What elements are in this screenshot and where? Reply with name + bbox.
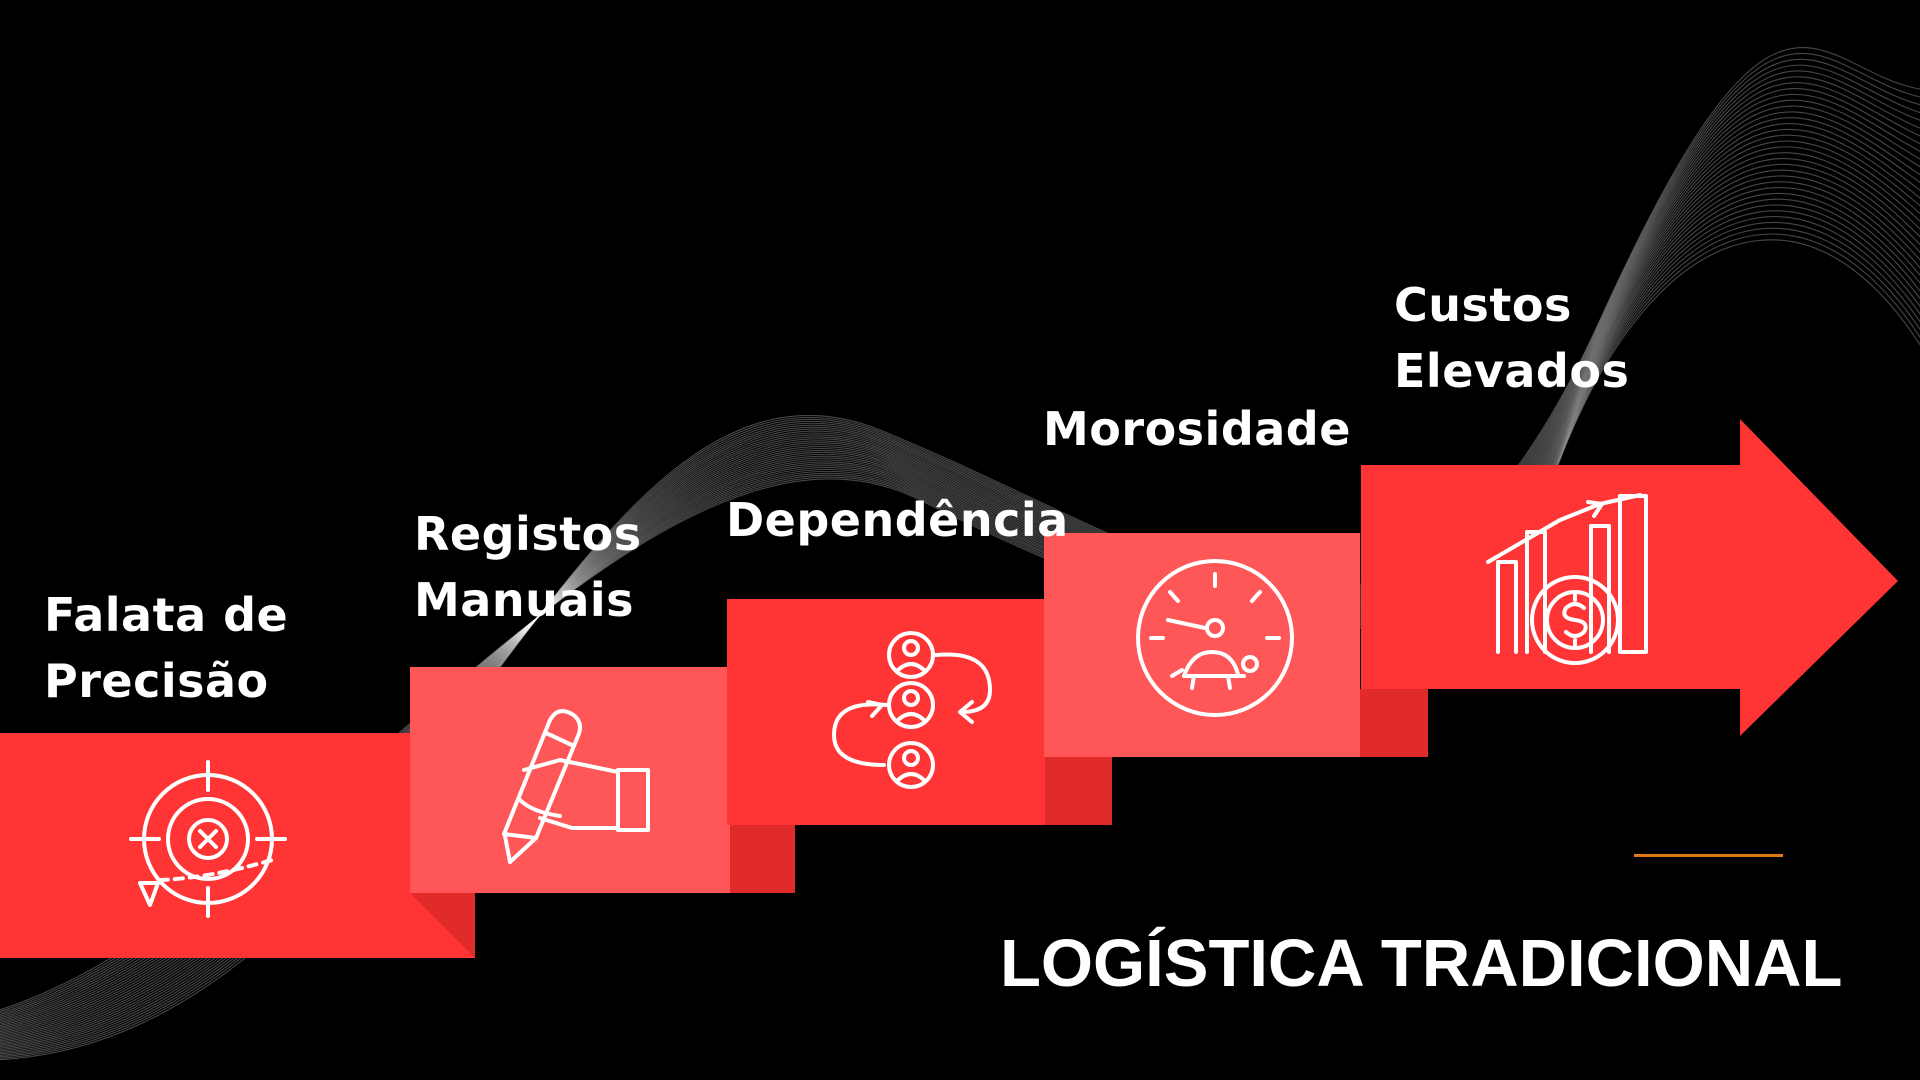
step-arrow-5 <box>1360 419 1898 757</box>
target-icon <box>129 760 287 918</box>
speedometer-turtle-icon <box>1136 559 1294 717</box>
hand-writing-icon <box>502 709 650 864</box>
rising-cost-chart-icon <box>1486 493 1648 665</box>
step-label-1: Falata de Precisão <box>44 588 289 708</box>
step-block-1 <box>0 733 475 958</box>
step-label-3: Dependência <box>726 493 1069 547</box>
accent-line <box>1634 854 1783 857</box>
people-cycle-icon <box>832 631 992 789</box>
step-label-2: Registos Manuais <box>414 507 642 627</box>
step-block-4 <box>1044 533 1360 825</box>
step-block-2 <box>410 667 730 958</box>
page-title: LOGÍSTICA TRADICIONAL <box>1000 926 1843 1001</box>
step-label-4: Morosidade <box>1043 402 1351 456</box>
step-label-5: Custos Elevados <box>1394 278 1630 398</box>
step-block-3 <box>727 599 1048 893</box>
